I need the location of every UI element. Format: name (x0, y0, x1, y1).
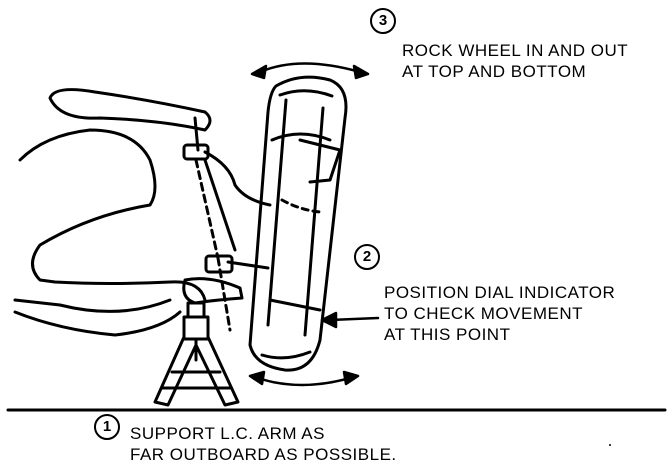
speck (609, 444, 611, 446)
step-1-number: 1 (94, 414, 120, 440)
step-3-number: 3 (370, 8, 396, 34)
steering-knuckle (194, 158, 270, 332)
rock-arrows (248, 62, 370, 387)
vehicle-body (13, 128, 207, 337)
step-3-text: ROCK WHEEL IN AND OUT AT TOP AND BOTTOM (402, 40, 628, 82)
step-1-line-2: FAR OUTBOARD AS POSSIBLE. (130, 445, 397, 464)
step-3-line-2: AT TOP AND BOTTOM (402, 62, 587, 81)
step-3-line-1: ROCK WHEEL IN AND OUT (402, 41, 629, 60)
step-2-text: POSITION DIAL INDICATOR TO CHECK MOVEMEN… (384, 282, 615, 345)
step-2-number: 2 (354, 244, 380, 270)
step-1-line-1: SUPPORT L.C. ARM AS (130, 424, 325, 443)
step-2-line-1: POSITION DIAL INDICATOR (384, 283, 616, 302)
jack-stand (153, 301, 240, 407)
step-2-line-3: AT THIS POINT (384, 325, 511, 344)
lower-control-arm (182, 277, 244, 305)
tire-wheel (248, 75, 348, 372)
step-2-line-2: TO CHECK MOVEMENT (384, 304, 583, 323)
indicator-pointer (320, 311, 380, 329)
step-1-text: SUPPORT L.C. ARM AS FAR OUTBOARD AS POSS… (130, 423, 397, 465)
upper-control-arm (48, 88, 272, 207)
